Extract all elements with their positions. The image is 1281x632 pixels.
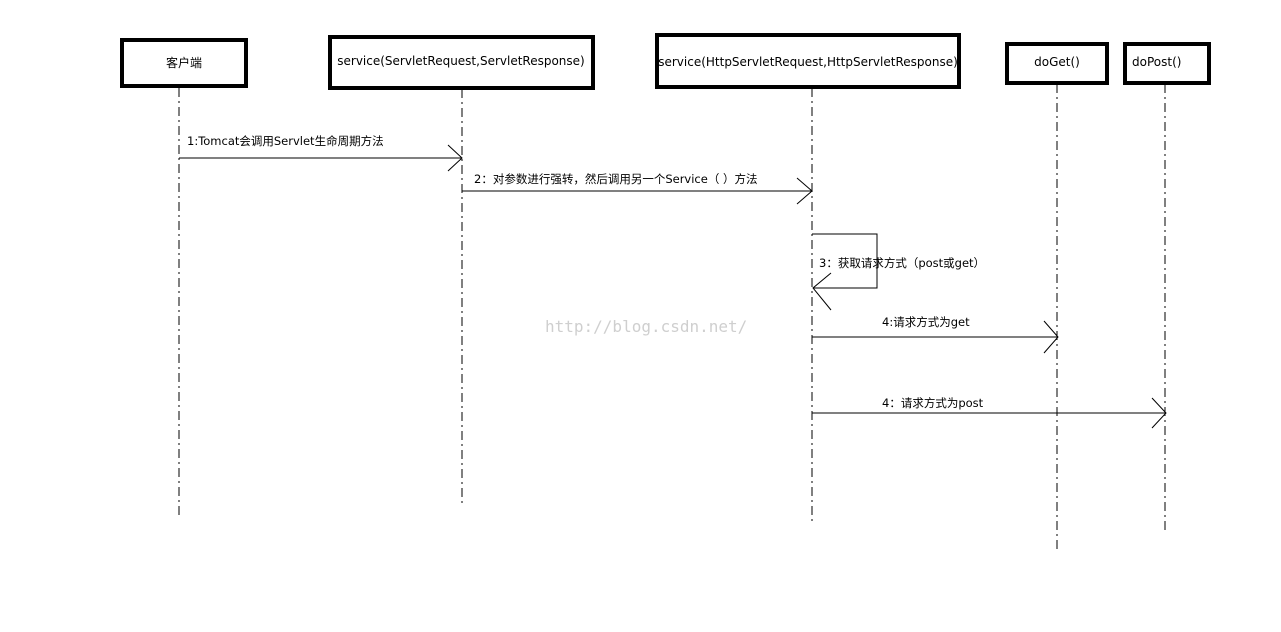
- message-1: 1:Tomcat会调用Servlet生命周期方法: [179, 134, 463, 172]
- participant-client-label: 客户端: [166, 55, 202, 70]
- message-2: 2：对参数进行强转，然后调用另一个Service（ ）方法: [462, 172, 813, 205]
- message-1-label: 1:Tomcat会调用Servlet生命周期方法: [187, 134, 384, 148]
- message-4-get-label: 4:请求方式为get: [882, 315, 970, 329]
- message-3-self-call: 3：获取请求方式（post或get）: [812, 233, 985, 311]
- participant-service-generic: service(ServletRequest,ServletResponse): [328, 35, 595, 90]
- participant-client: 客户端: [120, 38, 248, 88]
- watermark: http://blog.csdn.net/: [545, 317, 747, 336]
- participant-service-http-label: service(HttpServletRequest,HttpServletRe…: [658, 55, 958, 69]
- message-4-post: 4：请求方式为post: [812, 396, 1167, 429]
- message-2-label: 2：对参数进行强转，然后调用另一个Service（ ）方法: [474, 172, 757, 186]
- message-4-post-label: 4：请求方式为post: [882, 396, 984, 410]
- participant-doget: doGet(): [1005, 42, 1109, 85]
- participant-doget-label: doGet(): [1034, 55, 1080, 69]
- participant-dopost-label: doPost(): [1132, 55, 1181, 69]
- message-3-label: 3：获取请求方式（post或get）: [819, 256, 985, 270]
- message-4-get: 4:请求方式为get: [812, 315, 1059, 354]
- participant-service-generic-label: service(ServletRequest,ServletResponse): [337, 54, 584, 68]
- participant-service-http: service(HttpServletRequest,HttpServletRe…: [655, 33, 961, 89]
- participant-dopost: doPost(): [1123, 42, 1211, 85]
